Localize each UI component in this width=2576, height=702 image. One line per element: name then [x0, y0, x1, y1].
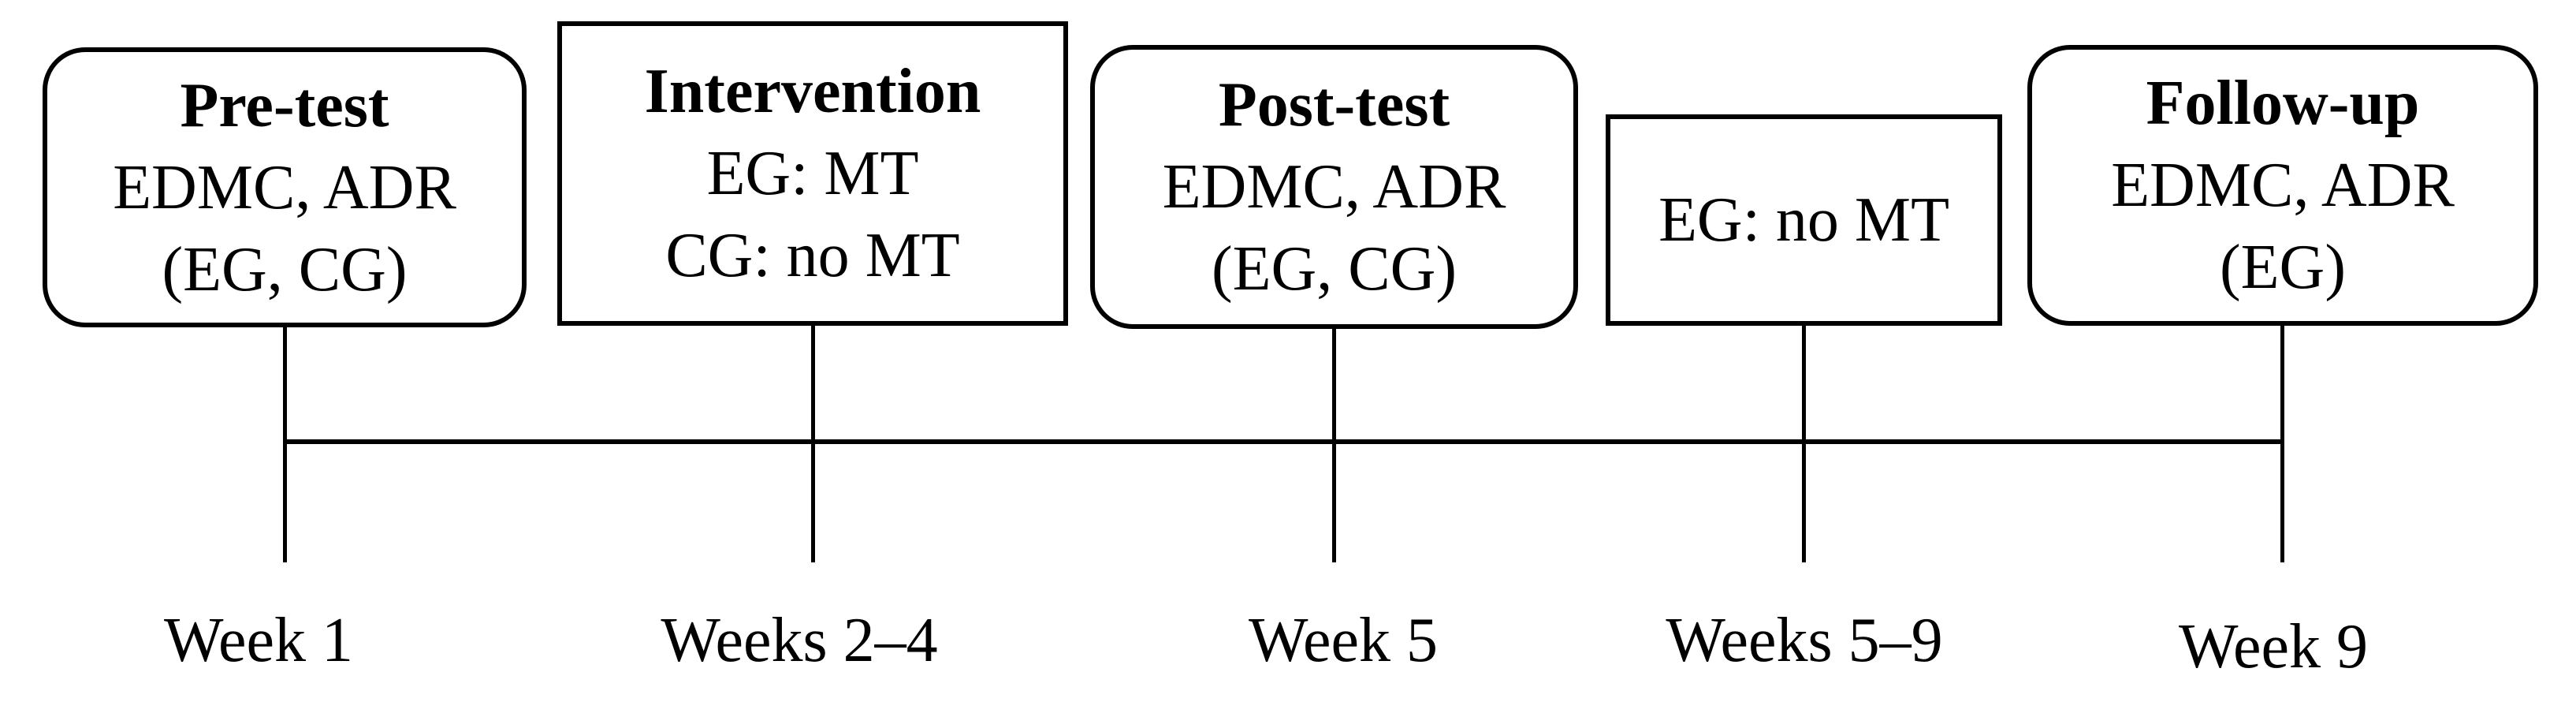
week-label-5: Week 9 [2178, 612, 2369, 681]
stage-box-intervention: Intervention EG: MT CG: no MT [557, 21, 1068, 326]
stage-line: EDMC, ADR [1162, 152, 1506, 222]
week-label-4: Weeks 5–9 [1666, 606, 1943, 675]
stage-title: Pre-test [180, 70, 389, 140]
stage-line: EG: MT [706, 139, 919, 208]
stage-line: EDMC, ADR [113, 152, 456, 222]
stage-title: Follow-up [2146, 69, 2420, 138]
stage-title: Post-test [1218, 70, 1450, 140]
stage-title: Intervention [644, 57, 981, 126]
stage-line: (EG, CG) [162, 234, 408, 304]
stage-box-eg-no-mt: EG: no MT [1606, 114, 2002, 326]
stage-line: EG: no MT [1658, 185, 1949, 255]
week-label-2: Weeks 2–4 [661, 606, 938, 675]
week-label-1: Week 1 [163, 606, 354, 675]
timeline-axis [283, 439, 2284, 444]
stage-box-pretest: Pre-test EDMC, ADR (EG, CG) [43, 47, 527, 327]
stage-line: CG: no MT [665, 221, 960, 290]
stage-line: (EG, CG) [1211, 234, 1457, 304]
stage-box-followup: Follow-up EDMC, ADR (EG) [2027, 45, 2538, 326]
week-label-3: Week 5 [1248, 606, 1439, 675]
stage-line: (EG) [2220, 233, 2346, 302]
stage-line: EDMC, ADR [2111, 151, 2455, 220]
stage-box-posttest: Post-test EDMC, ADR (EG, CG) [1090, 45, 1578, 329]
